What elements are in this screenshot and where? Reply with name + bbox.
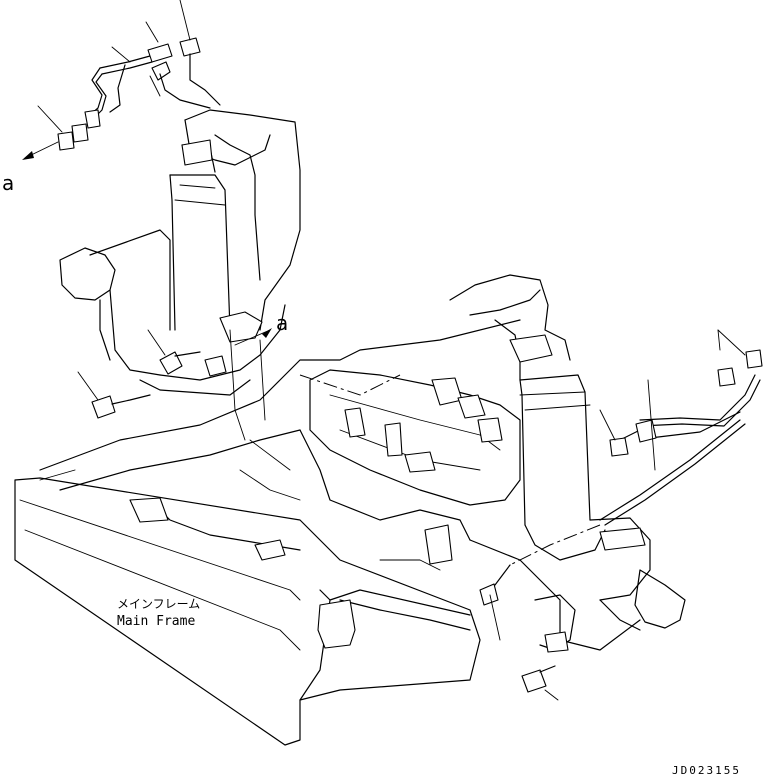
main-frame bbox=[14, 319, 641, 746]
right-suspension-cylinder bbox=[449, 274, 686, 653]
left-hose-assembly bbox=[22, 0, 221, 160]
callout-a-left: a bbox=[2, 171, 14, 195]
drawing-number: JD023155 bbox=[672, 764, 741, 777]
left-lower-fittings bbox=[77, 329, 201, 419]
center-arrow bbox=[234, 328, 272, 346]
bottom-fitting bbox=[521, 665, 559, 701]
right-hose-assembly bbox=[479, 329, 763, 641]
callout-a-center: a bbox=[276, 311, 288, 335]
left-suspension-cylinder bbox=[59, 109, 301, 441]
main-frame-label-en: Main Frame bbox=[117, 614, 195, 629]
main-frame-label-jp: メインフレーム bbox=[117, 597, 200, 611]
